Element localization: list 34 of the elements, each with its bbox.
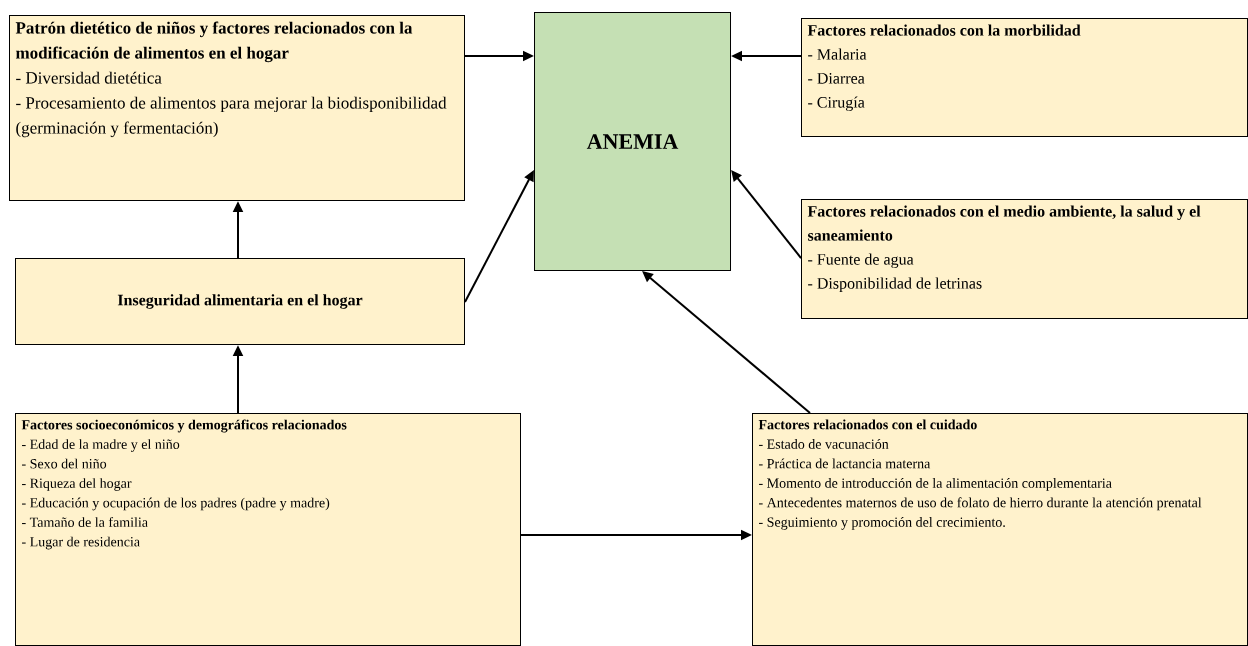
- factor-box: [15, 413, 521, 646]
- list-item: - Diarrea: [808, 73, 865, 84]
- list-item: - Riqueza del hogar: [22, 478, 132, 491]
- list-item: - Procesamiento de alimentos para mejorar la biodisponibilidad (germinación y fermentación): [16, 96, 447, 138]
- list-item: - Edad de la madre y el niño: [22, 439, 180, 452]
- list-item: - Antecedentes maternos de uso de folato de hierro durante la atención prenatal: [759, 497, 1202, 511]
- list-item: - Tamaño de la familia: [22, 517, 148, 527]
- factor-box: [9, 15, 465, 201]
- factor-box: [15, 258, 465, 345]
- list-item: - Práctica de lactancia materna: [759, 458, 931, 469]
- arrow: [731, 170, 802, 259]
- factor-box: [752, 413, 1248, 646]
- list-item: - Cirugía: [808, 96, 865, 112]
- outcome-box: [534, 12, 731, 271]
- box-title: Factores socioeconómicos y demográficos relacionados: [21, 419, 347, 433]
- box-title: Factores relacionados con el medio ambiente, la salud y el saneamiento: [807, 205, 1201, 241]
- list-item: - Diversidad dietética: [16, 71, 162, 84]
- list-item: - Estado de vacunación: [759, 439, 889, 449]
- list-item: - Seguimiento y promoción del crecimiento.: [759, 517, 1005, 530]
- box-title: Factores relacionados con la morbilidad: [807, 24, 1081, 36]
- list-item: - Sexo del niño: [22, 458, 107, 469]
- box-title: Inseguridad alimentaria en el hogar: [117, 294, 363, 309]
- factor-box: [801, 199, 1248, 319]
- box-title: Patrón dietético de niños y factores relacionados con la modificación de alimentos en el hogar: [15, 21, 413, 63]
- list-item: - Disponibilidad de letrinas: [808, 277, 982, 292]
- box-title: Factores relacionados con el cuidado: [758, 419, 977, 430]
- list-item: - Malaria: [808, 48, 867, 60]
- list-item: - Fuente de agua: [808, 253, 914, 269]
- box-title: ANEMIA: [586, 134, 679, 149]
- factor-box: [801, 18, 1248, 137]
- list-item: - Educación y ocupación de los padres (padre y madre): [22, 497, 330, 511]
- list-item: - Momento de introducción de la alimentación complementaria: [759, 478, 1112, 491]
- arrow: [642, 271, 811, 414]
- list-item: - Lugar de residencia: [22, 536, 140, 550]
